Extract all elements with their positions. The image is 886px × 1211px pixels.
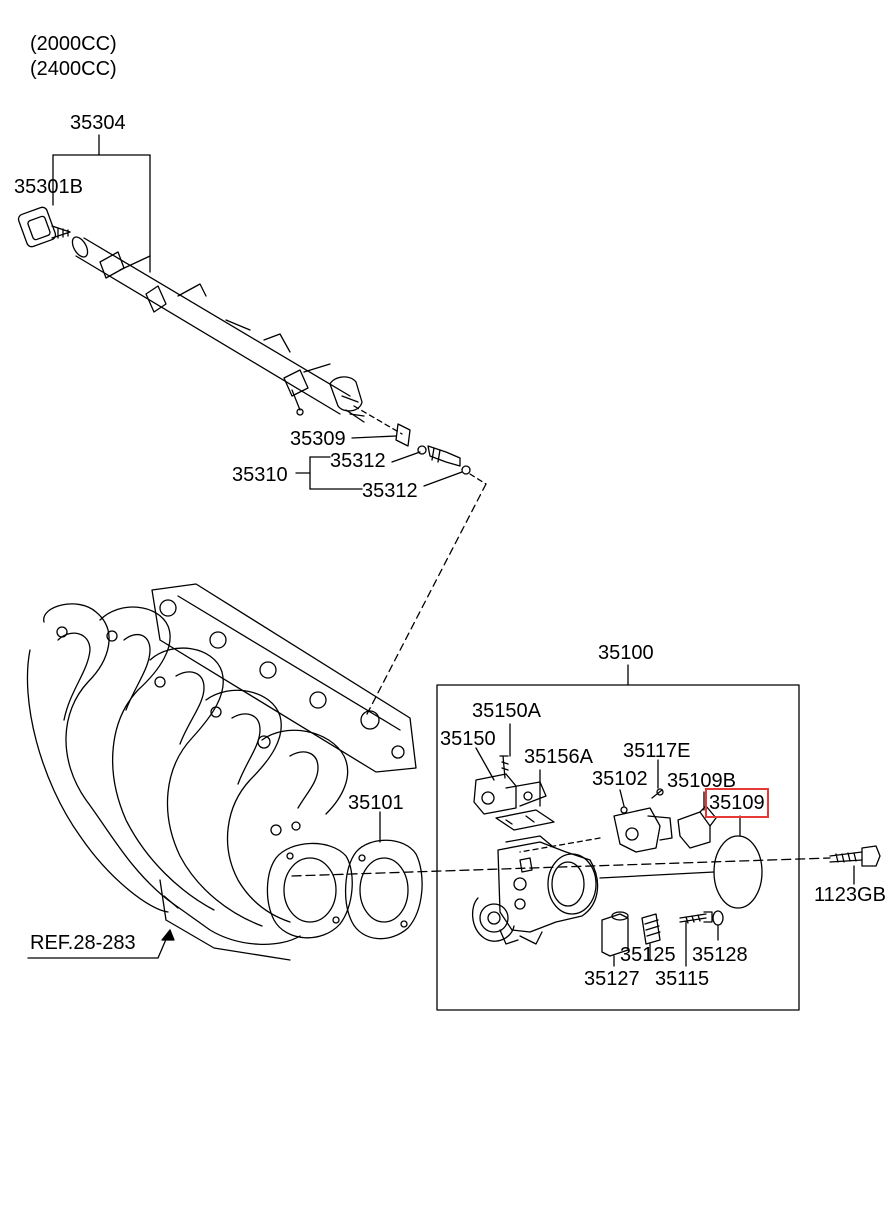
part-label-35102[interactable]: 35102: [592, 768, 648, 790]
mounting-bolt: [829, 845, 881, 885]
part-label-35101[interactable]: 35101: [348, 792, 404, 814]
part-label-35310[interactable]: 35310: [232, 464, 288, 486]
connector-block: [677, 791, 717, 849]
throttle-body: [472, 835, 599, 945]
small-fasteners: [601, 910, 724, 967]
part-label-35125[interactable]: 35125: [620, 944, 676, 966]
variant-label-2400cc: (2400CC): [30, 58, 117, 80]
part-label-35150[interactable]: 35150: [440, 728, 496, 750]
throttle-position-sensor: [519, 759, 673, 853]
part-label-35115[interactable]: 35115: [655, 968, 710, 990]
part-label-35109B[interactable]: 35109B: [667, 770, 736, 792]
part-label-35312-lower[interactable]: 35312: [362, 480, 418, 502]
variant-label-2000cc: (2000CC): [30, 33, 117, 55]
fuel-connector-parts: [295, 405, 487, 717]
intake-manifold: [26, 583, 417, 961]
part-label-35312-upper[interactable]: 35312: [330, 450, 386, 472]
fuel-rail-assembly: [17, 134, 487, 717]
part-label-35150A[interactable]: 35150A: [472, 700, 541, 722]
reference-label[interactable]: REF.28-283: [30, 932, 136, 954]
throttle-body-assembly: [436, 664, 800, 1011]
part-label-35100[interactable]: 35100: [598, 642, 654, 664]
assembly-axis-line: [291, 857, 831, 877]
part-label-1123GB[interactable]: 1123GB: [814, 884, 886, 906]
part-label-35156A[interactable]: 35156A: [524, 746, 593, 768]
part-label-35309[interactable]: 35309: [290, 428, 346, 450]
pressure-regulator: [17, 206, 71, 248]
fuel-rail-tube: [71, 236, 365, 423]
idle-actuator: [473, 723, 555, 831]
part-label-35304[interactable]: 35304: [70, 112, 126, 134]
gasket: [344, 811, 423, 940]
cover-disc: [599, 815, 763, 909]
part-label-35109-highlighted[interactable]: 35109: [705, 788, 769, 818]
part-label-35127[interactable]: 35127: [584, 968, 640, 990]
part-label-35128[interactable]: 35128: [692, 944, 748, 966]
part-label-35117E[interactable]: 35117E: [623, 740, 691, 762]
part-label-35301B[interactable]: 35301B: [14, 176, 83, 198]
